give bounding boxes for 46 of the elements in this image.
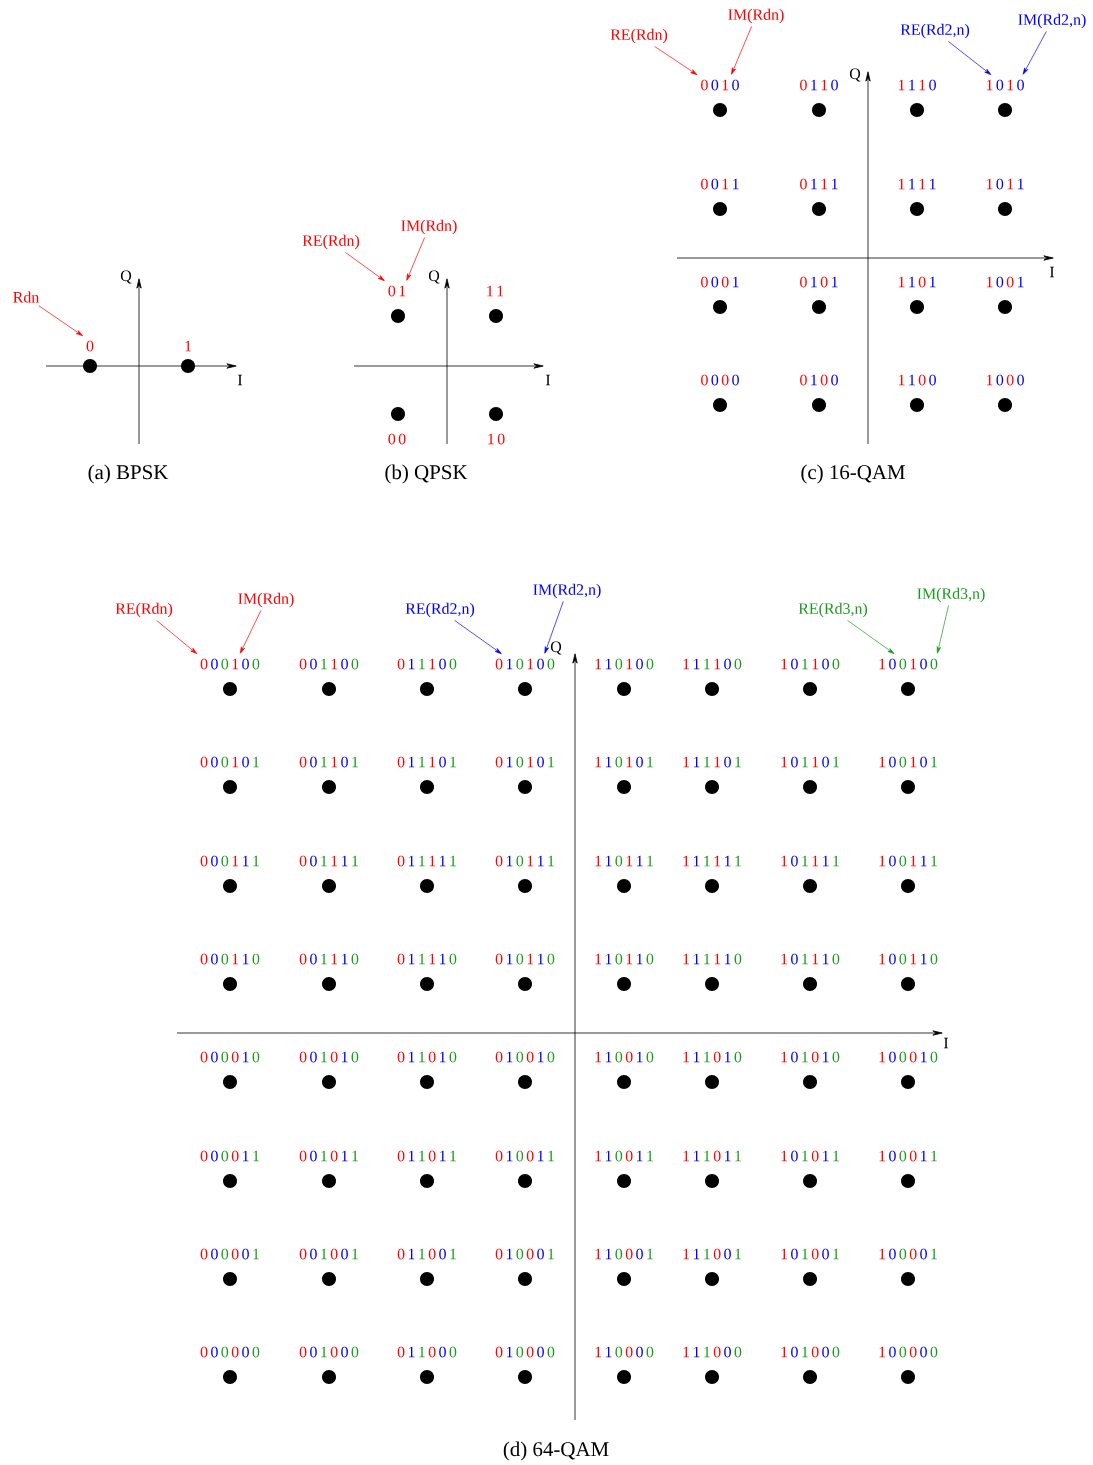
bit-label: 0 — [86, 340, 94, 352]
annotation-label: RE(Rdn) — [610, 28, 668, 44]
leader-arrow — [948, 41, 992, 75]
leader-arrow — [731, 26, 752, 75]
annotation-label: RE(Rdn) — [115, 602, 173, 618]
leader-arrow — [1022, 31, 1047, 75]
subfigure-caption: (a) BPSK — [88, 464, 169, 484]
leader-arrow — [406, 237, 425, 281]
axis-label: Q — [120, 270, 132, 284]
annotation-label: IM(Rdn) — [728, 8, 784, 24]
annotation-label: IM(Rdn) — [238, 592, 294, 608]
annotation-label: RE(Rd3,n) — [798, 602, 868, 618]
axis-label: I — [545, 374, 551, 386]
subfigure-caption: (b) QPSK — [385, 464, 468, 484]
bit-label: 00 — [388, 433, 406, 445]
bit-label: 000000 — [200, 1346, 260, 1358]
bit-label: 10 — [488, 433, 505, 445]
axis-label: I — [1049, 266, 1055, 278]
annotation-label: IM(Rd2,n) — [533, 583, 601, 599]
leader-arrow — [847, 620, 895, 654]
leader-arrow — [239, 610, 262, 654]
bit-label: 1 — [185, 340, 192, 352]
axis-label: Q — [428, 270, 440, 284]
leader-arrow — [345, 252, 385, 281]
annotation-label: IM(Rdn) — [401, 219, 457, 235]
annotation-label: RE(Rd2,n) — [405, 602, 475, 618]
subfigure-caption: (c) 16-QAM — [801, 464, 905, 484]
leader-arrow — [936, 605, 949, 654]
leader-arrow — [454, 620, 502, 654]
axis-label: Q — [849, 68, 861, 82]
leader-arrow — [156, 620, 198, 654]
annotation-label: Rdn — [13, 291, 40, 303]
annotation-label: RE(Rdn) — [302, 234, 360, 250]
leader-arrow — [38, 305, 83, 337]
leader-arrow — [654, 46, 698, 76]
bit-label: 11 — [487, 285, 504, 297]
axis-label: Q — [550, 641, 562, 655]
axis-label: I — [943, 1037, 949, 1049]
bit-label: 01 — [388, 285, 406, 297]
annotation-label: IM(Rd3,n) — [917, 587, 985, 603]
subfigure-caption: (d) 64-QAM — [503, 1441, 609, 1461]
annotation-label: IM(Rd2,n) — [1018, 13, 1086, 29]
leader-arrow — [544, 601, 564, 654]
annotation-label: RE(Rd2,n) — [900, 23, 970, 39]
axis-label: I — [237, 374, 243, 386]
bit-label: 0000 — [701, 374, 739, 386]
